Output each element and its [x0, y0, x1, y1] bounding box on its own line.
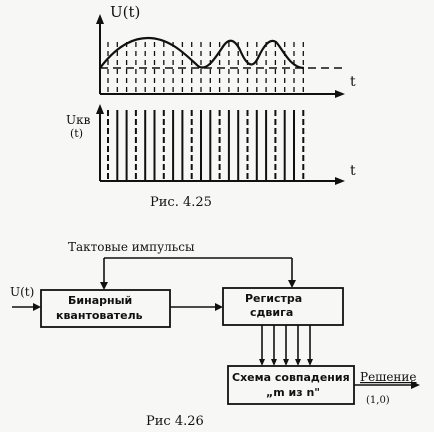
register-line1: Регистра [245, 292, 302, 305]
parallel-output-arrow [307, 359, 313, 366]
signal-curve [99, 36, 305, 70]
quantizer-line2: квантователь [56, 309, 143, 322]
input-label: U(t) [10, 285, 34, 299]
register-input-arrow [215, 303, 223, 311]
lower-sample-lines [107, 110, 305, 181]
lower-x-label: t [350, 163, 356, 179]
register-parallel-outputs [259, 325, 313, 366]
upper-x-label: t [350, 74, 356, 90]
coincidence-line2: „m из n" [266, 386, 320, 399]
lower-x-arrow [335, 177, 345, 185]
upper-plot: U(t) t [96, 3, 356, 98]
caption-4-25: Рис. 4.25 [150, 195, 212, 210]
lower-axis-label: Uкв [66, 113, 91, 127]
clock-arrow-2 [288, 280, 296, 288]
lower-plot: Uкв (t) t [66, 104, 356, 185]
caption-4-26: Рис 4.26 [146, 414, 204, 429]
upper-x-arrow [335, 90, 345, 98]
quantizer-box [40, 289, 171, 328]
decision-label: Решение [360, 370, 417, 384]
parallel-output-arrow [259, 359, 265, 366]
upper-axis-label: U(t) [110, 3, 140, 21]
lower-y-arrow [96, 104, 104, 114]
parallel-output-arrow [283, 359, 289, 366]
register-box [222, 287, 344, 326]
lower-axis-label-sub: (t) [70, 127, 83, 140]
register-line2: сдвига [250, 306, 293, 319]
coincidence-line1: Схема совпадения [232, 371, 350, 384]
upper-y-arrow [96, 14, 104, 24]
input-arrow [33, 303, 41, 311]
decision-values: (1,0) [366, 395, 390, 406]
parallel-output-arrow [295, 359, 301, 366]
clock-label: Тактовые импульсы [68, 240, 195, 254]
decision-arrow [411, 381, 420, 389]
parallel-output-arrow [271, 359, 277, 366]
quantizer-line1: Бинарный [68, 294, 132, 307]
clock-arrow-1 [100, 282, 108, 290]
block-diagram: Тактовые импульсы U(t) Бинарный квантова… [10, 240, 420, 406]
